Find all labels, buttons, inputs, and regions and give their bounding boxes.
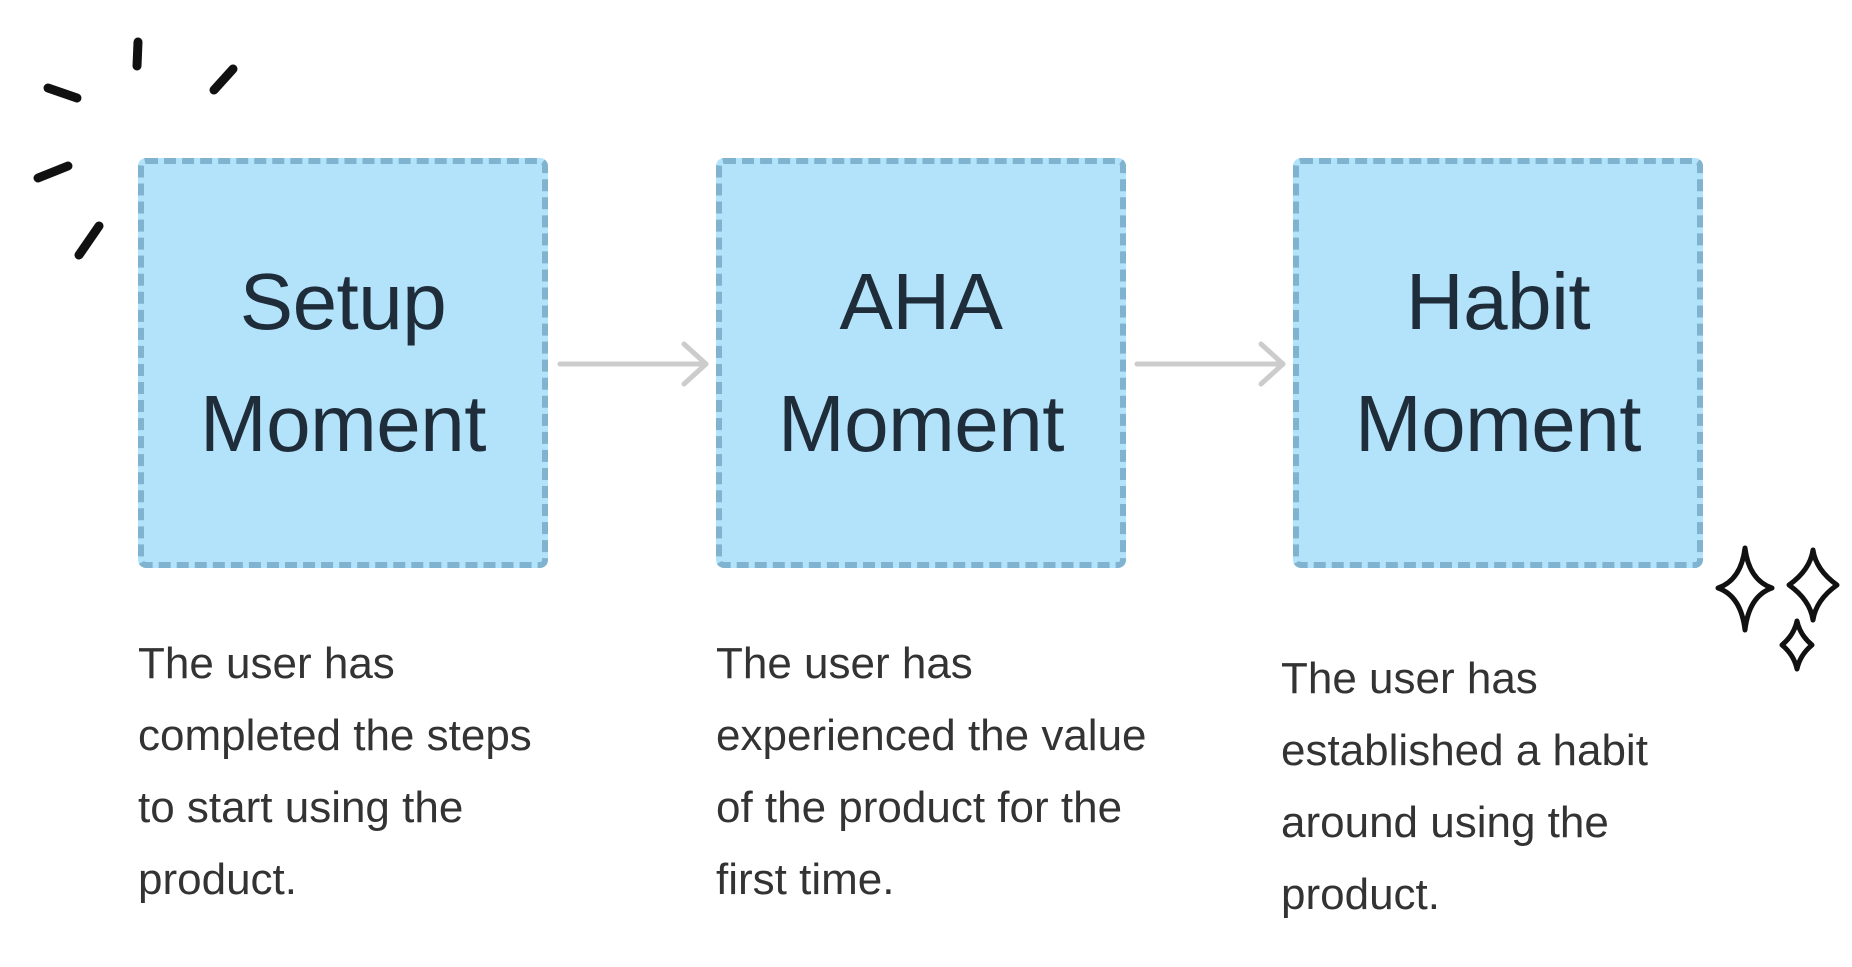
sparkle-burst-icon: [33, 37, 238, 260]
box-title-line: Habit: [1405, 257, 1591, 346]
setup-moment-description: The user has completed the steps to star…: [138, 639, 532, 904]
box-title-line: Setup: [239, 257, 447, 346]
aha-moment-description: The user has experienced the value of th…: [716, 639, 1147, 904]
right-arrow-icon: [557, 341, 709, 387]
setup-moment-title: Setup Moment: [200, 241, 486, 485]
habit-moment-title: Habit Moment: [1355, 241, 1641, 485]
box-title-line: Moment: [778, 379, 1064, 468]
four-point-sparkles-icon: [1715, 545, 1840, 672]
box-title-line: AHA: [839, 257, 1003, 346]
aha-moment-box: AHA Moment: [716, 158, 1126, 568]
box-title-line: Moment: [200, 379, 486, 468]
box-title-line: Moment: [1355, 379, 1641, 468]
right-arrow-icon: [1134, 341, 1286, 387]
habit-moment-description: The user has established a habit around …: [1281, 654, 1648, 919]
habit-moment-box: Habit Moment: [1293, 158, 1703, 568]
aha-moment-title: AHA Moment: [778, 241, 1064, 485]
setup-moment-box: Setup Moment: [138, 158, 548, 568]
